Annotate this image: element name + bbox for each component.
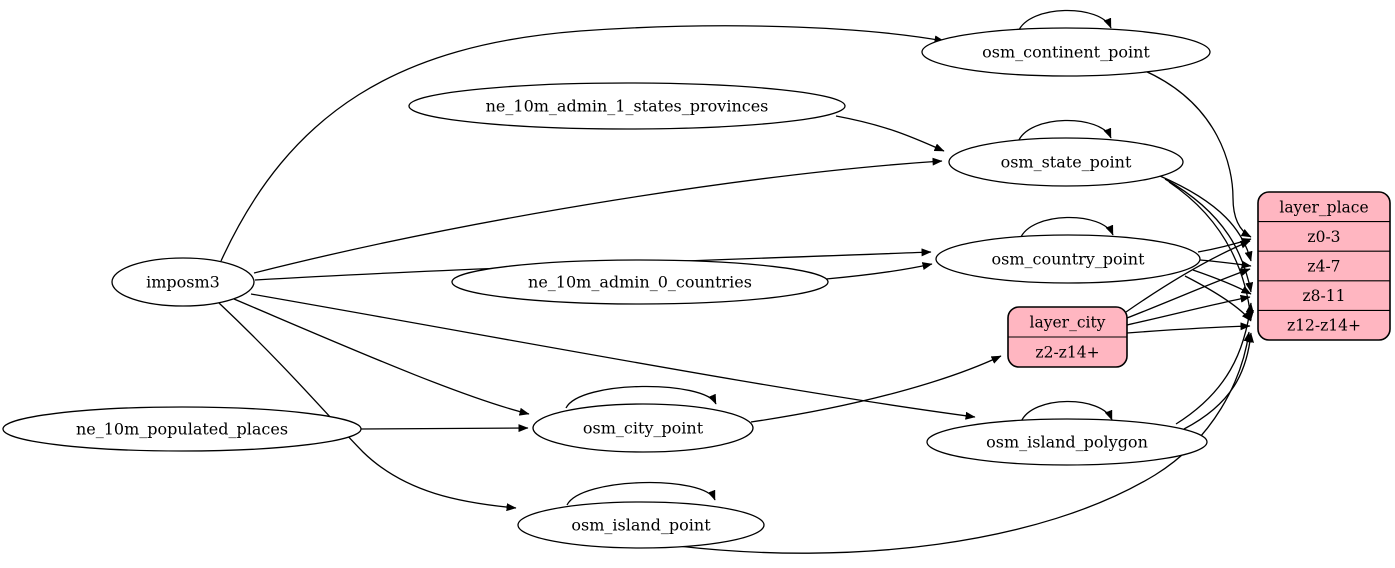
record-row-layer_place-z12-z14+: z12-z14+ <box>1287 317 1361 335</box>
record-header-layer_place: layer_place <box>1279 198 1368 216</box>
edge-osm_state_point-to-layer_place-z4-7 <box>1159 175 1253 262</box>
node-osm_island_polygon: osm_island_polygon <box>926 418 1208 466</box>
node-label-osm_island_point: osm_island_point <box>571 516 711 535</box>
record-row-layer_place-z8-11: z8-11 <box>1303 287 1346 305</box>
table-ellipse-osm_island_polygon <box>926 418 1208 466</box>
self-loop-edge-osm_island_point <box>566 481 716 506</box>
self-loop-edge-osm_island_polygon <box>1020 400 1113 423</box>
node-ne_10m_admin_1_states_provinces: ne_10m_admin_1_states_provinces <box>408 82 846 130</box>
record-box-layer_place <box>1257 191 1391 341</box>
edge-osm_state_point-to-layer_place-z8-11 <box>1164 178 1254 293</box>
edge-osm_city_point-to-layer_city-z2-z14+ <box>750 355 1002 423</box>
edge-layer_city-to-layer_place-z4-7 <box>1126 268 1251 319</box>
table-ellipse-ne_10m_populated_places <box>2 406 362 452</box>
node-osm_island_point: osm_island_point <box>517 501 765 549</box>
table-ellipse-ne_10m_admin_0_countries <box>451 259 829 305</box>
edge-imposm3-to-osm_island_point <box>218 302 517 512</box>
node-layer: imposm3 ne_10m_admin_1_states_provincesne… <box>2 27 1391 549</box>
table-ellipse-imposm3 <box>111 257 255 307</box>
edge-ne_10m_admin_1_states_provinces-to-osm_state_point <box>835 115 945 152</box>
node-imposm3: imposm3 <box>111 257 255 307</box>
node-label-ne_10m_admin_1_states_provinces: ne_10m_admin_1_states_provinces <box>486 97 769 116</box>
edge-layer <box>218 9 1255 554</box>
record-row-layer_place-z0-3: z0-3 <box>1307 228 1340 246</box>
table-ellipse-osm_country_point <box>935 234 1201 284</box>
node-label-ne_10m_admin_0_countries: ne_10m_admin_0_countries <box>528 273 752 292</box>
edge-osm_island_polygon-to-layer_place-z12-z14+ <box>1183 332 1255 430</box>
node-label-osm_state_point: osm_state_point <box>1001 153 1132 172</box>
node-layer_place: layer_place z0-3 z4-7 z8-11 z12-z14+ <box>1257 191 1391 341</box>
table-ellipse-osm_city_point <box>532 403 754 453</box>
table-ellipse-ne_10m_admin_1_states_provinces <box>408 82 846 130</box>
self-loop-edge-osm_city_point <box>565 385 717 409</box>
edge-imposm3-to-osm_continent_point <box>220 25 945 262</box>
edge-imposm3-to-osm_state_point <box>253 157 943 274</box>
table-ellipse-osm_continent_point <box>921 27 1211 77</box>
node-osm_state_point: osm_state_point <box>948 137 1184 187</box>
edge-osm_country_point-to-layer_place-z8-11 <box>1192 269 1252 295</box>
record-header-layer_city: layer_city <box>1030 314 1106 332</box>
node-layer_city: layer_city z2-z14+ <box>1007 306 1128 368</box>
node-label-imposm3: imposm3 <box>146 273 220 292</box>
edge-ne_10m_populated_places-to-osm_city_point <box>360 424 529 433</box>
table-ellipse-osm_state_point <box>948 137 1184 187</box>
edge-layer_city-to-layer_place-z0-3 <box>1125 240 1251 313</box>
node-label-osm_city_point: osm_city_point <box>583 419 704 438</box>
node-label-osm_island_polygon: osm_island_polygon <box>986 433 1148 452</box>
edge-imposm3-to-osm_city_point <box>233 298 530 416</box>
edge-osm_island_point-to-layer_place-z12-z14+ <box>677 331 1252 554</box>
node-label-ne_10m_populated_places: ne_10m_populated_places <box>76 420 288 439</box>
edge-ne_10m_admin_0_countries-to-osm_country_point <box>825 262 933 280</box>
edge-layer_city-to-layer_place-z8-11 <box>1126 294 1251 326</box>
edge-osm_island_polygon-to-layer_place-z8-11 <box>1175 302 1254 425</box>
node-ne_10m_admin_0_countries: ne_10m_admin_0_countries <box>451 259 829 305</box>
node-label-osm_continent_point: osm_continent_point <box>982 43 1150 62</box>
self-loop-edge-osm_country_point <box>1019 216 1114 240</box>
record-row-layer_place-z4-7: z4-7 <box>1307 258 1340 276</box>
edge-osm_country_point-to-layer_place-z4-7 <box>1199 259 1252 269</box>
node-osm_city_point: osm_city_point <box>532 403 754 453</box>
edge-layer_city-to-layer_place-z12-z14+ <box>1126 322 1251 334</box>
node-label-osm_country_point: osm_country_point <box>991 250 1145 269</box>
node-osm_continent_point: osm_continent_point <box>921 27 1211 77</box>
self-loop-edge-osm_state_point <box>1017 119 1112 143</box>
record-row-layer_city-z2-z14+: z2-z14+ <box>1035 344 1099 362</box>
node-ne_10m_populated_places: ne_10m_populated_places <box>2 406 362 452</box>
edge-osm_continent_point-to-layer_place-z0-3 <box>1142 69 1252 238</box>
self-loop-edge-osm_continent_point <box>1017 9 1112 33</box>
table-ellipse-osm_island_point <box>517 501 765 549</box>
edge-imposm3-to-osm_island_polygon <box>250 293 976 420</box>
node-osm_country_point: osm_country_point <box>935 234 1201 284</box>
